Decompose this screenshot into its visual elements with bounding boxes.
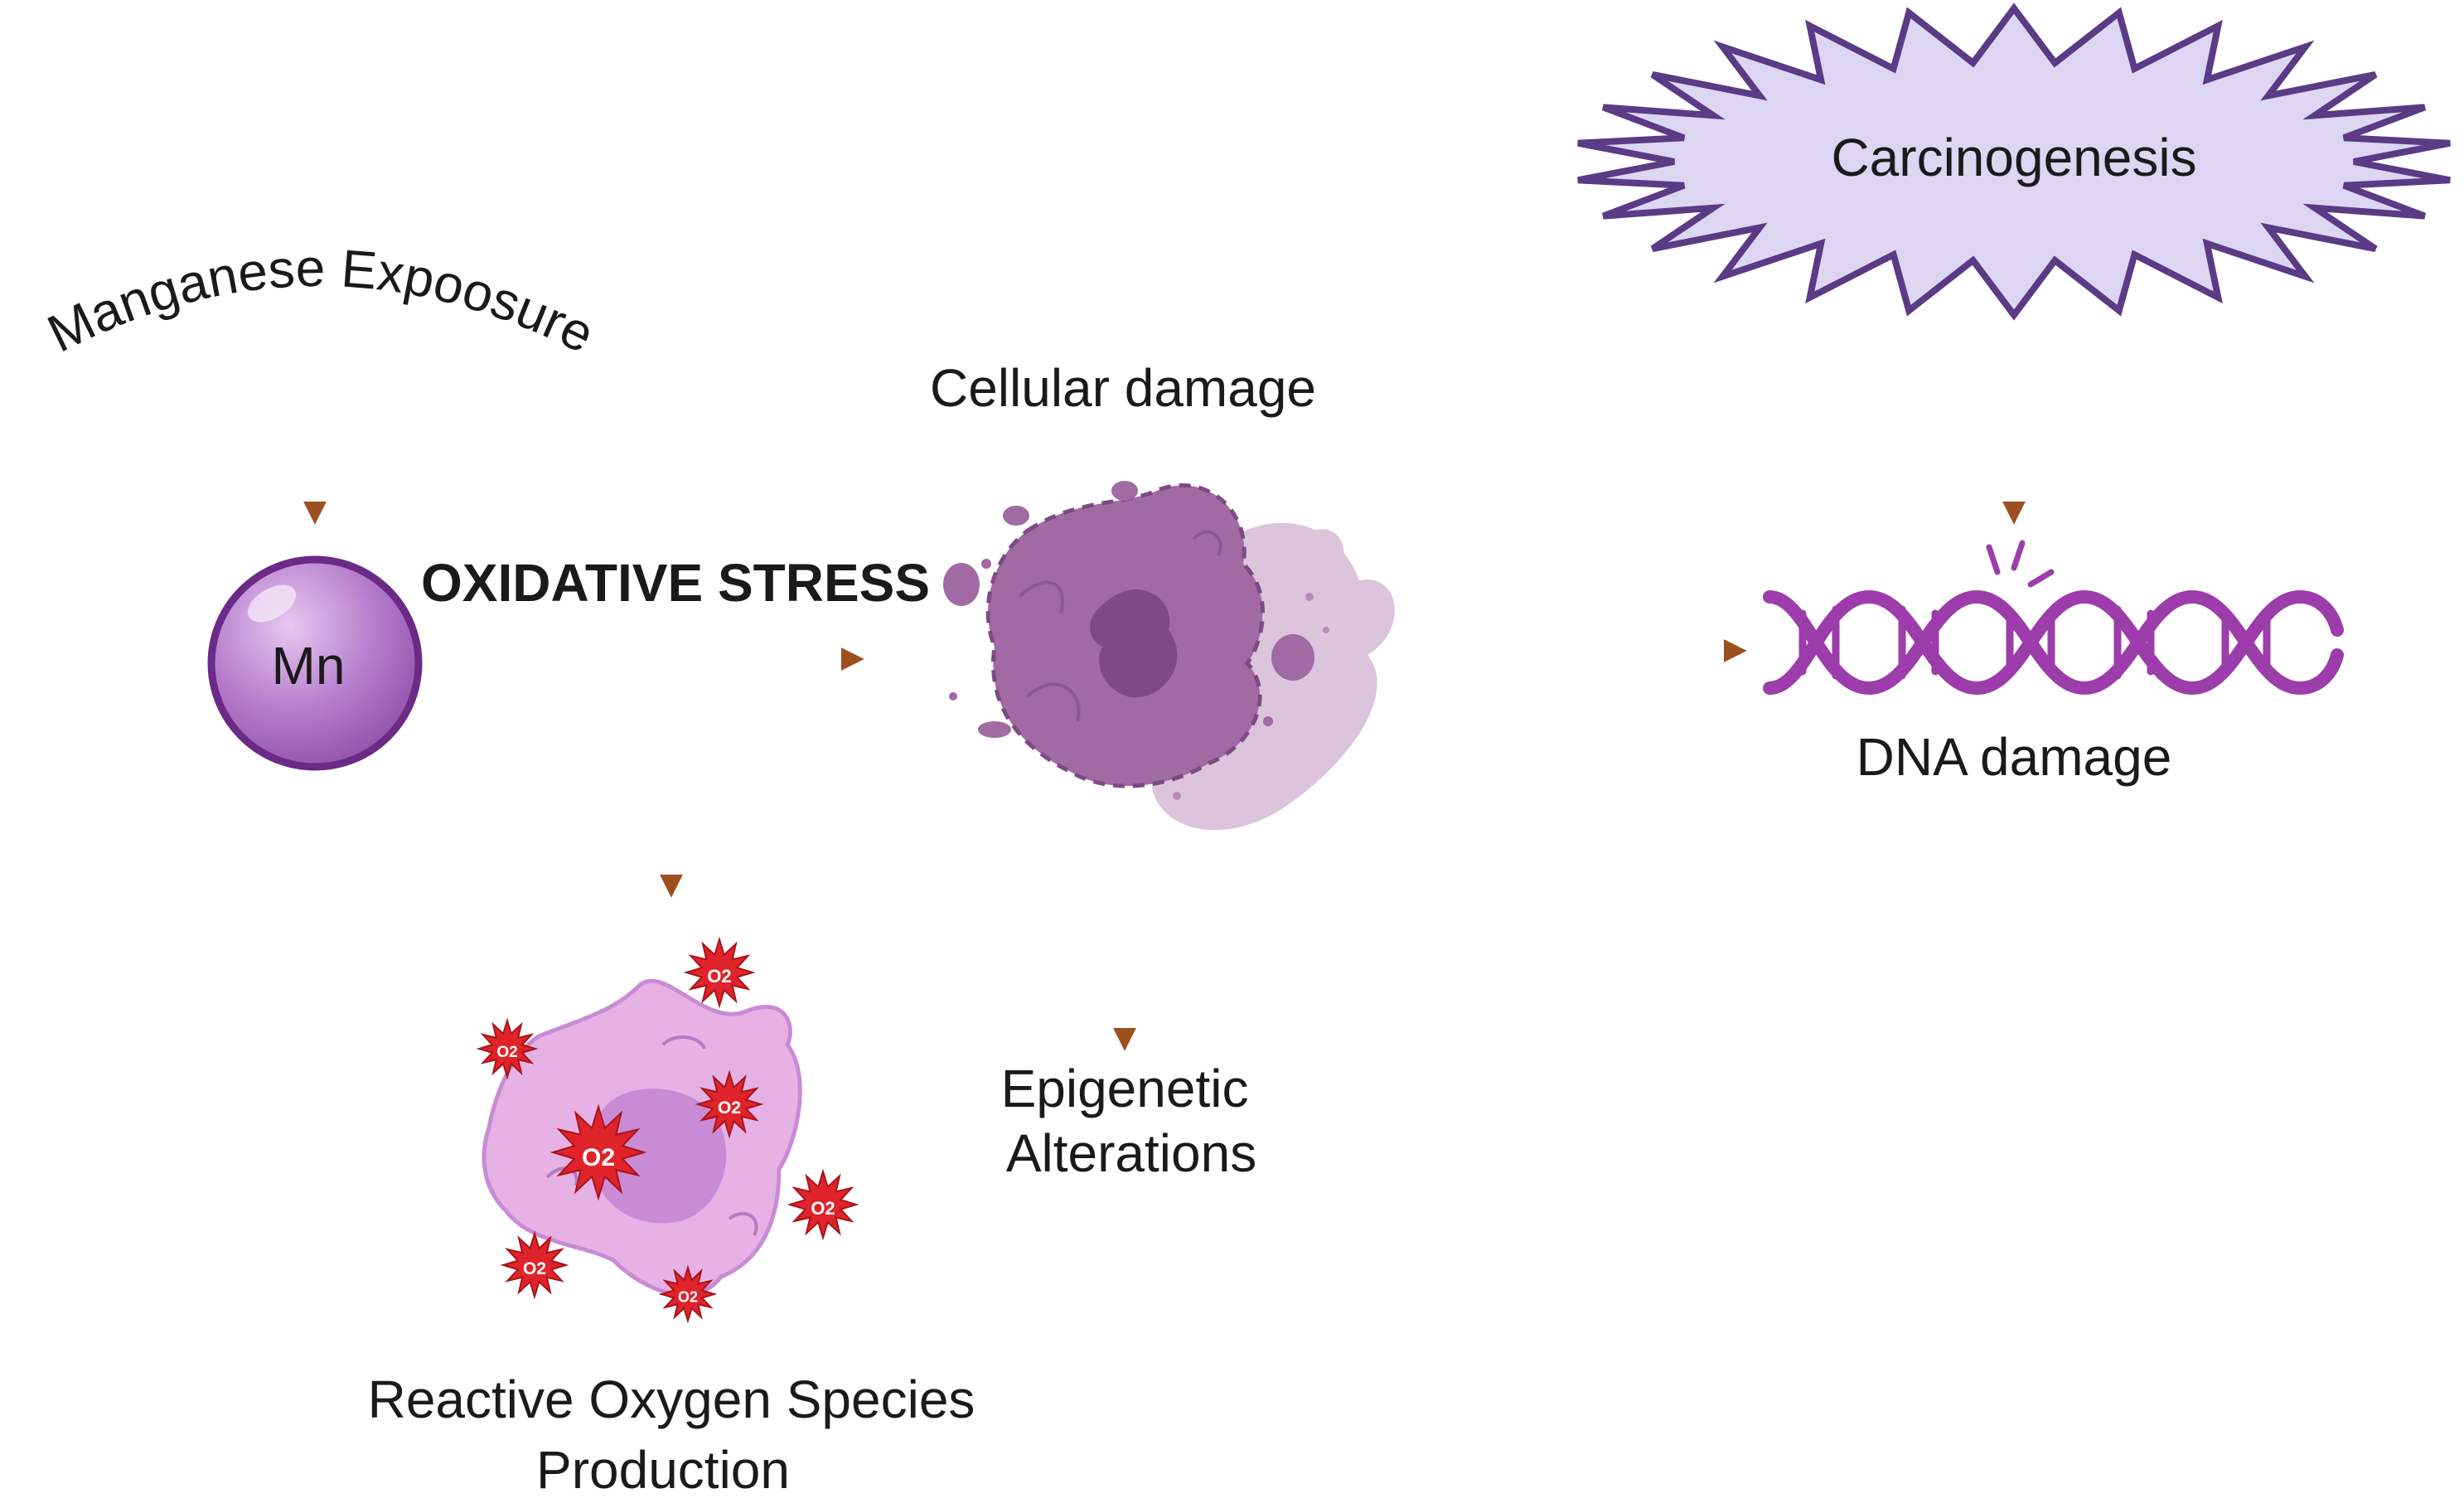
mn-label: Mn — [272, 636, 346, 696]
dna-damage-label: DNA damage — [1856, 727, 2172, 787]
superoxide-label: O2 — [811, 1198, 835, 1219]
dna-helix-icon — [1763, 540, 2344, 696]
superoxide-burst-icon: O2 — [683, 936, 756, 1009]
ros-cell-icon — [482, 978, 802, 1297]
epigenetic-label-line2: Alterations — [1006, 1123, 1256, 1183]
cellular-damage-label: Cellular damage — [930, 358, 1316, 418]
superoxide-burst-icon: O2 — [658, 1264, 718, 1324]
damaged-cell-icon — [943, 481, 1395, 831]
ros-label-line2: Production — [536, 1440, 790, 1500]
superoxide-burst-icon: O2 — [549, 1103, 647, 1201]
superoxide-label: O2 — [582, 1144, 615, 1171]
superoxide-label: O2 — [678, 1289, 698, 1306]
superoxide-label: O2 — [523, 1259, 546, 1278]
superoxide-label: O2 — [718, 1098, 741, 1118]
exposure-label: Manganese Expoosure — [38, 238, 603, 365]
superoxide-burst-icon: O2 — [787, 1168, 859, 1241]
superoxide-burst-icon: O2 — [500, 1230, 569, 1300]
oxidative-stress-label: OXIDATIVE STRESS — [421, 553, 930, 613]
superoxide-label: O2 — [496, 1044, 517, 1061]
carcinogenesis-burst-icon — [1577, 2, 2451, 321]
mn-sphere-icon — [207, 555, 423, 771]
epigenetic-label-line1: Epigenetic — [1001, 1059, 1249, 1118]
ros-label-line1: Reactive Oxygen Species — [368, 1370, 975, 1429]
superoxide-label: O2 — [707, 966, 731, 987]
superoxide-burst-icon: O2 — [695, 1069, 764, 1139]
superoxide-burst-icon: O2 — [476, 1017, 539, 1080]
carcinogenesis-label: Carcinogenesis — [1831, 128, 2196, 187]
